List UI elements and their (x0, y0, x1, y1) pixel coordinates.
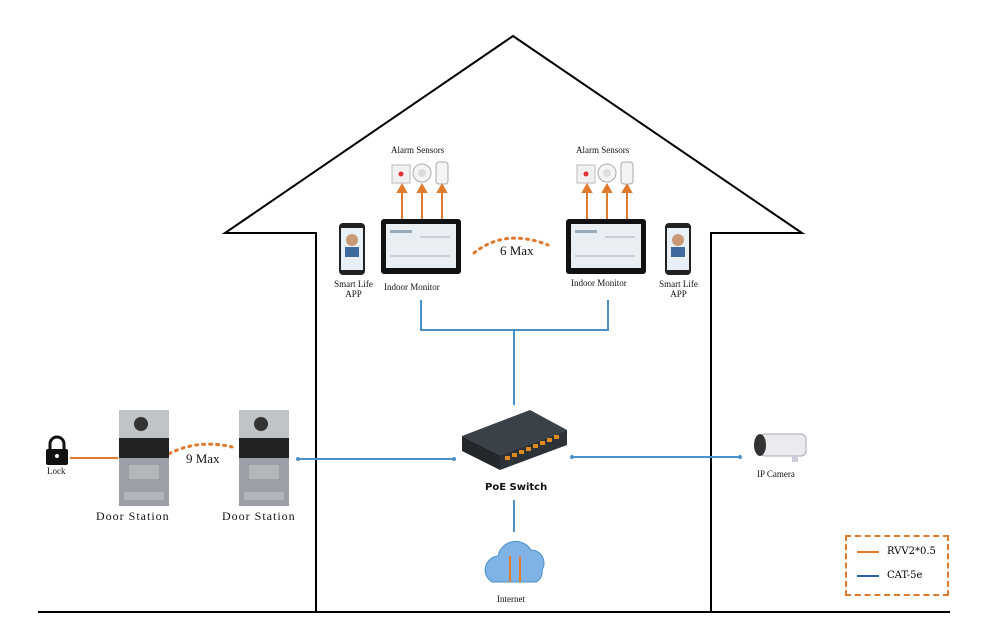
door-station-right-label: Door Station (222, 509, 296, 523)
door-station-left-label: Door Station (96, 509, 170, 523)
smart-life-right-label: Smart Life APP (659, 279, 698, 299)
sensor-arrows-left (396, 182, 448, 219)
smart-life-left-label: Smart Life APP (334, 279, 373, 299)
house-outline (221, 34, 806, 612)
internet-label: Internet (497, 594, 525, 604)
ip-camera-icon (754, 433, 807, 462)
poe-switch-label: PoE Switch (485, 482, 548, 493)
poe-switch-icon (462, 410, 567, 470)
alarm-sensors-right-label: Alarm Sensors (576, 145, 630, 155)
legend-label-cat: CAT-5e (887, 570, 923, 581)
smartphone-right-icon (665, 223, 691, 275)
door-station-right-icon (239, 410, 289, 506)
legend: RVV2*0.5 CAT-5e (845, 535, 949, 596)
indoor-monitor-left-icon (381, 219, 461, 274)
ip-camera-label: IP Camera (757, 469, 795, 479)
alarm-sensors-left-icon (391, 161, 449, 185)
legend-item-cat: CAT-5e (857, 570, 922, 581)
alarm-sensors-right-icon (576, 161, 634, 185)
indoor-monitor-left-label: Indoor Monitor (384, 282, 440, 292)
arc-six-max (472, 236, 550, 255)
legend-item-rvv: RVV2*0.5 (857, 546, 936, 557)
cat5e-lines (298, 300, 740, 532)
alarm-sensors-left-label: Alarm Sensors (391, 145, 445, 155)
internet-cloud-icon (484, 541, 545, 583)
sensor-arrows-right (581, 182, 633, 219)
lock-label: Lock (47, 466, 66, 476)
smartphone-left-icon (339, 223, 365, 275)
legend-label-rvv: RVV2*0.5 (887, 546, 936, 557)
nine-max-label: 9 Max (186, 451, 220, 466)
door-station-left-icon (119, 410, 169, 506)
indoor-monitor-right-icon (566, 219, 646, 274)
legend-swatch-cat (857, 574, 879, 577)
indoor-monitor-right-label: Indoor Monitor (571, 278, 627, 288)
line-endpoints (296, 455, 742, 461)
lock-icon (46, 435, 68, 465)
legend-swatch-rvv (857, 550, 879, 553)
six-max-label: 6 Max (500, 243, 534, 258)
